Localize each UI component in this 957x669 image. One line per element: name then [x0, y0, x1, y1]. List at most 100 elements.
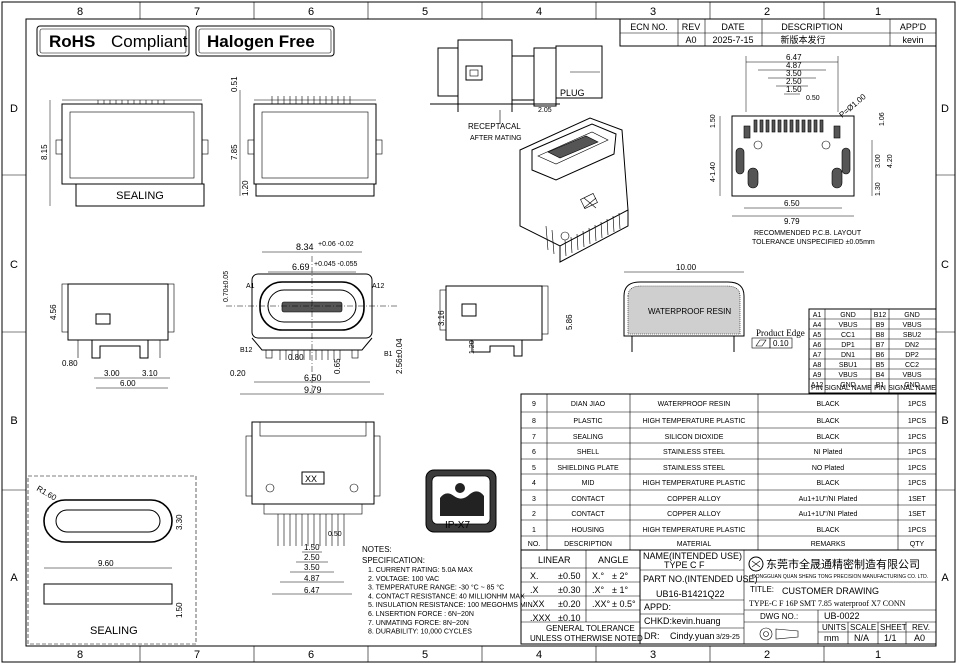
pin-cell: CC2: [905, 362, 919, 369]
bom-cell: BLACK: [817, 401, 840, 408]
pcb-note-1: RECOMMENDED P.C.B. LAYOUT: [754, 230, 862, 237]
col-label: 6: [308, 649, 314, 661]
dim-text: 6.47: [786, 53, 802, 62]
tolerance-cell: .X°: [592, 585, 605, 595]
note-item: 2. VOLTAGE: 100 VAC: [368, 576, 439, 583]
bom-cell: 1PCS: [908, 465, 927, 472]
dim-text: 9.79: [304, 385, 322, 395]
dim-text: 1.50: [710, 114, 717, 128]
pin-cell: B12: [874, 312, 887, 319]
dim-text: 0.80: [62, 359, 78, 368]
bom-cell: PLASTIC: [573, 418, 602, 425]
pin-cell: B7: [876, 342, 885, 349]
dim-text: 0.80: [288, 353, 304, 362]
subtitle-value: TYPE-C F 16P SMT 7.85 waterproof X7 CONN: [749, 599, 906, 608]
note-item: 4. CONTACT RESISTANCE: 40 MILLIONHM MAX: [368, 593, 525, 600]
pin-cell: B8: [876, 332, 885, 339]
bom-cell: 7: [532, 434, 536, 441]
product-edge-label: Product Edge: [756, 328, 805, 338]
rev-header: DATE: [721, 22, 744, 32]
bom-header: REMARKS: [811, 541, 846, 548]
bom-cell: CONTACT: [571, 496, 605, 503]
dim-text: 3.16: [437, 310, 446, 326]
bom-cell: BLACK: [817, 480, 840, 487]
pin-cell: A6: [813, 342, 822, 349]
tolerance-block: LINEAR ANGLE GENERAL TOLERANCE UNLESS OT…: [520, 549, 643, 645]
rev-header: DESCRIPTION: [781, 22, 843, 32]
bom-header: QTY: [910, 541, 925, 548]
gasket-sealing-label: SEALING: [90, 625, 138, 637]
dim-text: 2.56±0.04: [395, 338, 404, 374]
bom-cell: 5: [532, 465, 536, 472]
bom-cell: SHELL: [577, 449, 599, 456]
tolerance-footer-2: UNLESS OTHERWISE NOTED: [530, 634, 643, 643]
dim-text: 6.47: [304, 586, 320, 595]
projection-symbol-icon: [759, 627, 799, 641]
rev-header: ECN NO.: [630, 22, 668, 32]
pin-cell: B6: [876, 352, 885, 359]
bom-cell: 1PCS: [908, 434, 927, 441]
dim-text: 0.50: [806, 95, 820, 102]
dim-text: 4.56: [49, 304, 58, 320]
dim-text: 6.00: [120, 379, 136, 388]
pin-cell: SBU2: [903, 332, 921, 339]
col-label: 8: [77, 649, 83, 661]
title-value: CUSTOMER DRAWING: [782, 586, 879, 596]
pin-cell: A7: [813, 352, 822, 359]
bom-cell: SHIELDING PLATE: [557, 465, 619, 472]
bom-cell: 1PCS: [908, 480, 927, 487]
dim-text: 0.20: [230, 369, 246, 378]
bom-cell: 3: [532, 496, 536, 503]
row-label: A: [10, 572, 18, 584]
bom-cell: 1: [532, 527, 536, 534]
mating-view: PLUG RECEPTACAL AFTER MATING 2.05: [430, 39, 603, 142]
bom-header: MATERIAL: [677, 541, 712, 548]
part-label: PART NO.(INTENDED USE): [643, 574, 758, 584]
dr-date: 3/29-25: [716, 634, 740, 641]
dim-text: 6.69: [292, 262, 310, 272]
dim-text: 3.10: [142, 369, 158, 378]
pin-cell: SBU1: [839, 362, 857, 369]
dim-text: 1.06: [879, 112, 886, 126]
dim-text: 3.50: [304, 563, 320, 572]
name-label: NAME(INTENDED USE): [643, 551, 742, 561]
pin-cell: A4: [813, 322, 822, 329]
dim-text: 1.50: [786, 85, 802, 94]
pin-cell: A12: [811, 382, 824, 389]
dim-text: 4.20: [887, 154, 894, 168]
dim-text: 2.50: [786, 77, 802, 86]
pin-cell: VBUS: [838, 372, 857, 379]
isometric-view: [519, 117, 629, 263]
bom-cell: NO Plated: [812, 465, 844, 472]
col-label: 4: [536, 6, 542, 18]
company-name: 东莞市全晟通精密制造有限公司: [766, 557, 920, 571]
dwg-label: DWG NO.:: [760, 612, 798, 621]
dim-text: 3.50: [786, 69, 802, 78]
dim-text: 3.30: [175, 514, 184, 530]
rev-header: APP'D: [900, 22, 927, 32]
pin-cell: B4: [876, 372, 885, 379]
pin-cell: B5: [876, 362, 885, 369]
rev-header: REV.: [912, 623, 930, 632]
rev-cell: A0: [685, 35, 696, 45]
dim-text: 10.00: [676, 263, 697, 272]
bom-cell: 6: [532, 449, 536, 456]
bom-cell: BLACK: [817, 527, 840, 534]
rev-value: A0: [914, 633, 925, 643]
row-label: C: [941, 259, 949, 271]
note-item: 8. DURABILITY: 10,000 CYCLES: [368, 629, 472, 636]
pin-cell: A1: [813, 312, 822, 319]
pin-header: SIGNAL NAME: [888, 385, 936, 392]
pin-cell: DP1: [841, 342, 855, 349]
tolerance-cell: ±0.30: [558, 585, 580, 595]
row-label: B: [941, 415, 948, 427]
dim-text: +0.045 -0.055: [314, 261, 358, 268]
rev-cell: kevin: [902, 35, 923, 45]
dim-text: +0.06 -0.02: [318, 241, 354, 248]
dim-text: 8.34: [296, 242, 314, 252]
dim-text: 5.86: [565, 314, 574, 330]
col-label: 1: [875, 6, 881, 18]
